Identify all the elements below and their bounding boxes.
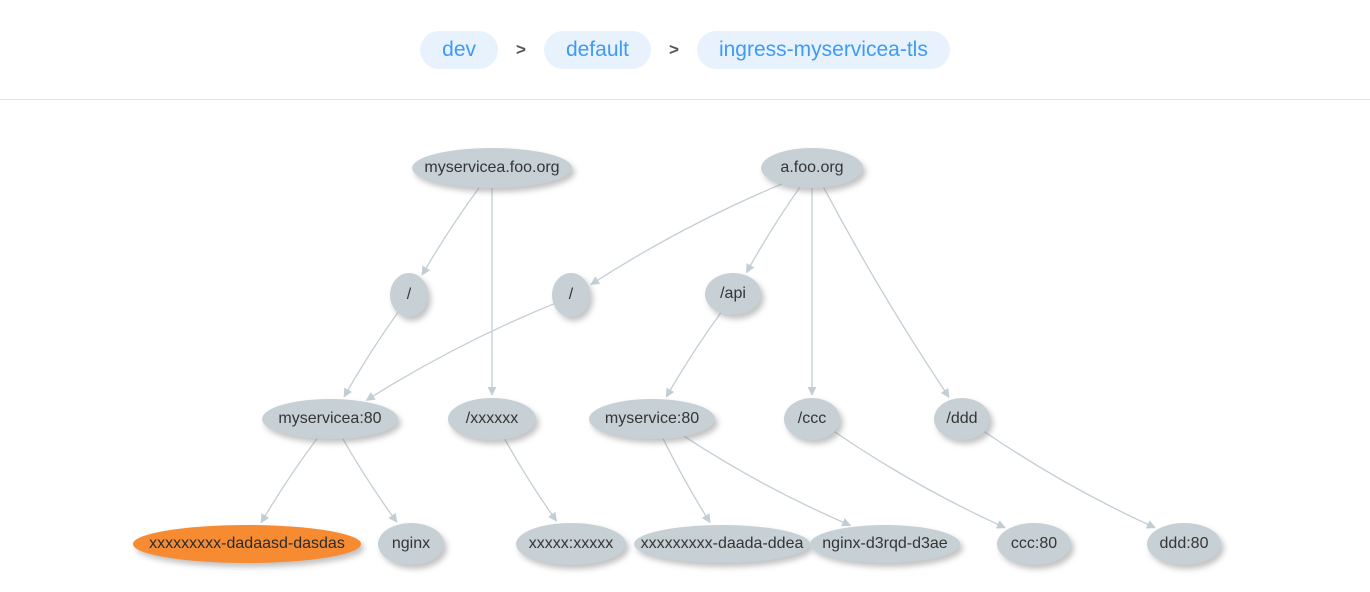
graph-edge-host-myservicea-to-path-root-1 xyxy=(421,187,480,276)
graph-edge-host-a-to-path-root-2 xyxy=(590,183,782,286)
ingress-topology-graph: myservicea.foo.org a.foo.org / / /api myservi… xyxy=(0,100,1370,592)
breadcrumb-separator: > xyxy=(516,39,526,59)
graph-node-path-root-2[interactable]: / xyxy=(552,273,590,317)
graph-edge-path-ddd-to-pod-ddd80 xyxy=(984,431,1156,529)
graph-node-pod-ccc80[interactable]: ccc:80 xyxy=(997,523,1071,565)
graph-edge-svc-myservicea-to-pod-nginx xyxy=(342,438,398,523)
graph-node-pod-xxxxx[interactable]: xxxxx:xxxxx xyxy=(516,523,626,565)
graph-edge-path-ccc-to-pod-ccc80 xyxy=(834,431,1006,529)
graph-node-path-root-1[interactable]: / xyxy=(390,273,428,317)
graph-node-svc-myservice[interactable]: myservice:80 xyxy=(589,399,715,439)
graph-node-host-a[interactable]: a.foo.org xyxy=(761,148,863,188)
graph-node-path-ccc[interactable]: /ccc xyxy=(784,398,840,440)
graph-node-svc-myservicea[interactable]: myservicea:80 xyxy=(262,399,398,439)
breadcrumb-item-0[interactable]: dev xyxy=(420,30,499,69)
graph-edge-path-root-1-to-svc-myservicea xyxy=(343,312,399,398)
graph-edge-layer xyxy=(260,183,1156,529)
graph-edge-host-a-to-path-api xyxy=(745,187,801,274)
breadcrumb-separator: > xyxy=(669,39,679,59)
graph-node-layer: myservicea.foo.org a.foo.org / / /api myservi… xyxy=(0,100,1370,592)
graph-edge-svc-myservice-to-pod-nginx-d3rqd xyxy=(683,435,852,527)
breadcrumb-item-1[interactable]: default xyxy=(543,30,652,69)
breadcrumb-item-2[interactable]: ingress-myservicea-tls xyxy=(696,30,950,69)
graph-edge-svc-myservicea-to-pod-orange xyxy=(260,438,318,524)
breadcrumb: dev > default > ingress-myservicea-tls xyxy=(0,0,1370,100)
graph-node-pod-daada[interactable]: xxxxxxxxx-daada-ddea xyxy=(634,525,810,563)
graph-edge-svc-myservice-to-pod-daada xyxy=(662,438,711,524)
graph-node-pod-orange[interactable]: xxxxxxxxx-dadaasd-dasdas xyxy=(133,525,361,563)
graph-node-host-myservicea[interactable]: myservicea.foo.org xyxy=(412,148,572,188)
graph-edge-host-a-to-path-ddd xyxy=(823,187,950,399)
graph-edge-path-xxxxxx-to-pod-xxxxx xyxy=(504,438,558,522)
graph-node-pod-ddd80[interactable]: ddd:80 xyxy=(1147,523,1221,565)
graph-edge-path-api-to-svc-myservice xyxy=(665,312,722,398)
graph-edge-path-root-2-to-svc-myservicea xyxy=(365,303,554,401)
graph-node-path-xxxxxx[interactable]: /xxxxxx xyxy=(448,398,536,440)
graph-node-path-ddd[interactable]: /ddd xyxy=(934,398,990,440)
graph-node-pod-nginx-d3rqd[interactable]: nginx-d3rqd-d3ae xyxy=(810,525,960,563)
graph-node-path-api[interactable]: /api xyxy=(705,273,761,315)
graph-node-pod-nginx[interactable]: nginx xyxy=(378,523,444,565)
